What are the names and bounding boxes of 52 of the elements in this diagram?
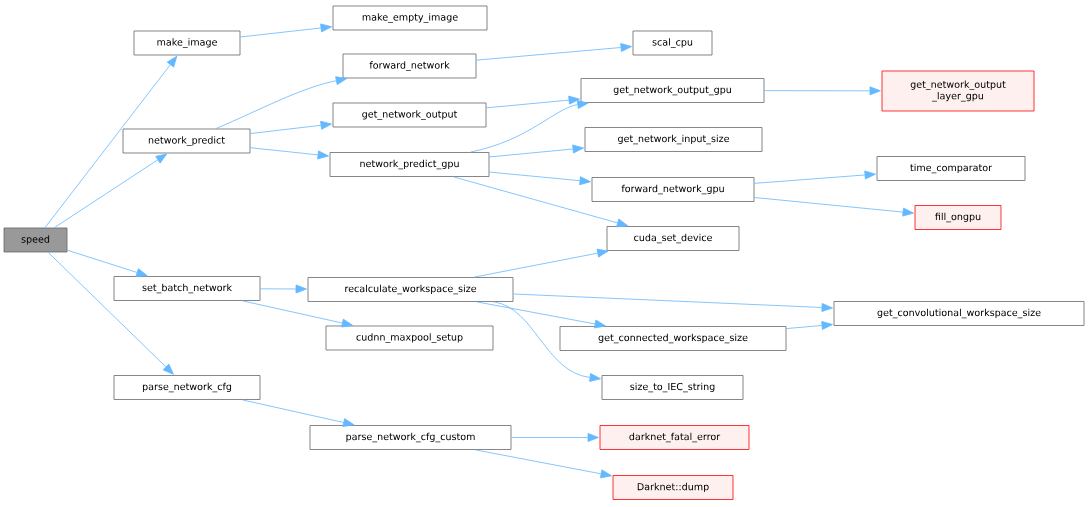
- arrow: [513, 293, 833, 312]
- function-box: darknet_fatal_error: [599, 425, 750, 450]
- function-box: forward_network_gpu: [591, 177, 755, 202]
- function-box: network_predict: [122, 128, 251, 154]
- arrow: [250, 147, 329, 160]
- arrow: [764, 86, 881, 96]
- arrow: [470, 100, 589, 153]
- arrow: [242, 399, 355, 427]
- arrow: [786, 321, 833, 330]
- function-box: cudnn_maxpool_setup: [325, 325, 494, 351]
- arrow: [476, 43, 632, 61]
- function-box: speed: [3, 227, 68, 253]
- function-box: make_empty_image: [332, 5, 488, 31]
- arrow: [215, 76, 348, 129]
- arrow: [489, 171, 591, 186]
- function-box: time_comparator: [876, 156, 1026, 181]
- arrow: [754, 197, 914, 217]
- function-box: parse_network_cfg_custom: [309, 425, 512, 450]
- function-box: get_network_output_gpu: [580, 78, 765, 103]
- arrow: [54, 153, 168, 228]
- function-box: get_network_output _layer_gpu: [881, 70, 1035, 112]
- arrow: [47, 252, 174, 375]
- function-box: cuda_set_device: [606, 226, 740, 251]
- function-box: fill_ongpu: [914, 205, 1002, 230]
- function-box: Darknet::dump: [612, 475, 734, 500]
- function-box: set_batch_network: [113, 276, 261, 301]
- arrow: [473, 248, 609, 278]
- arrow: [476, 301, 606, 329]
- function-box: recalculate_workspace_size: [307, 277, 514, 302]
- function-box: network_predict_gpu: [329, 152, 490, 177]
- arrow: [260, 284, 307, 294]
- function-box: parse_network_cfg: [113, 375, 261, 400]
- function-box: get_network_input_size: [584, 127, 763, 152]
- function-box: make_image: [133, 30, 241, 56]
- arrow: [242, 300, 354, 328]
- arrow: [493, 301, 601, 382]
- arrow: [250, 120, 332, 134]
- function-box: get_network_output: [332, 102, 487, 128]
- arrow: [240, 23, 332, 38]
- function-box: forward_network: [342, 53, 477, 79]
- arrow: [44, 55, 178, 228]
- arrow: [511, 433, 599, 442]
- function-box: get_connected_workspace_size: [559, 326, 787, 351]
- arrow: [486, 95, 580, 109]
- arrow: [475, 449, 612, 479]
- arrow: [754, 170, 876, 184]
- arrow: [453, 176, 629, 228]
- function-box: size_to_IEC_string: [601, 375, 744, 400]
- arrow: [67, 249, 148, 277]
- arrow: [489, 144, 584, 158]
- function-box: scal_cpu: [632, 30, 713, 56]
- function-box: get_convolutional_workspace_size: [833, 301, 1085, 326]
